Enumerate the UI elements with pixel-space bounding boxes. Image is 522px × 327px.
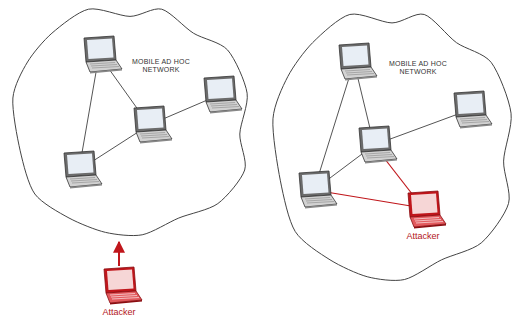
cloud-outline	[273, 14, 511, 280]
laptop-icons	[64, 36, 492, 209]
network-label: MOBILE AD HOC NETWORK	[385, 60, 451, 76]
attack-arrow	[118, 242, 120, 266]
network-label: MOBILE AD HOC NETWORK	[128, 58, 194, 74]
network-cloud: MOBILE AD HOC NETWORK Attacker	[268, 6, 516, 288]
network-cloud: MOBILE AD HOC NETWORK	[8, 2, 252, 242]
attacker-label: Attacker	[393, 231, 453, 242]
attacker-laptop: Attacker	[393, 190, 453, 244]
attacker-laptop-icon	[95, 266, 143, 306]
network-links	[314, 62, 469, 190]
cloud-outline	[8, 2, 252, 242]
attacker-laptop-icon	[399, 190, 447, 230]
attacker-label: Attacker	[89, 307, 149, 318]
attacker-laptop: Attacker	[89, 266, 149, 320]
cloud-outline	[268, 6, 516, 288]
cloud-outline	[13, 9, 248, 236]
